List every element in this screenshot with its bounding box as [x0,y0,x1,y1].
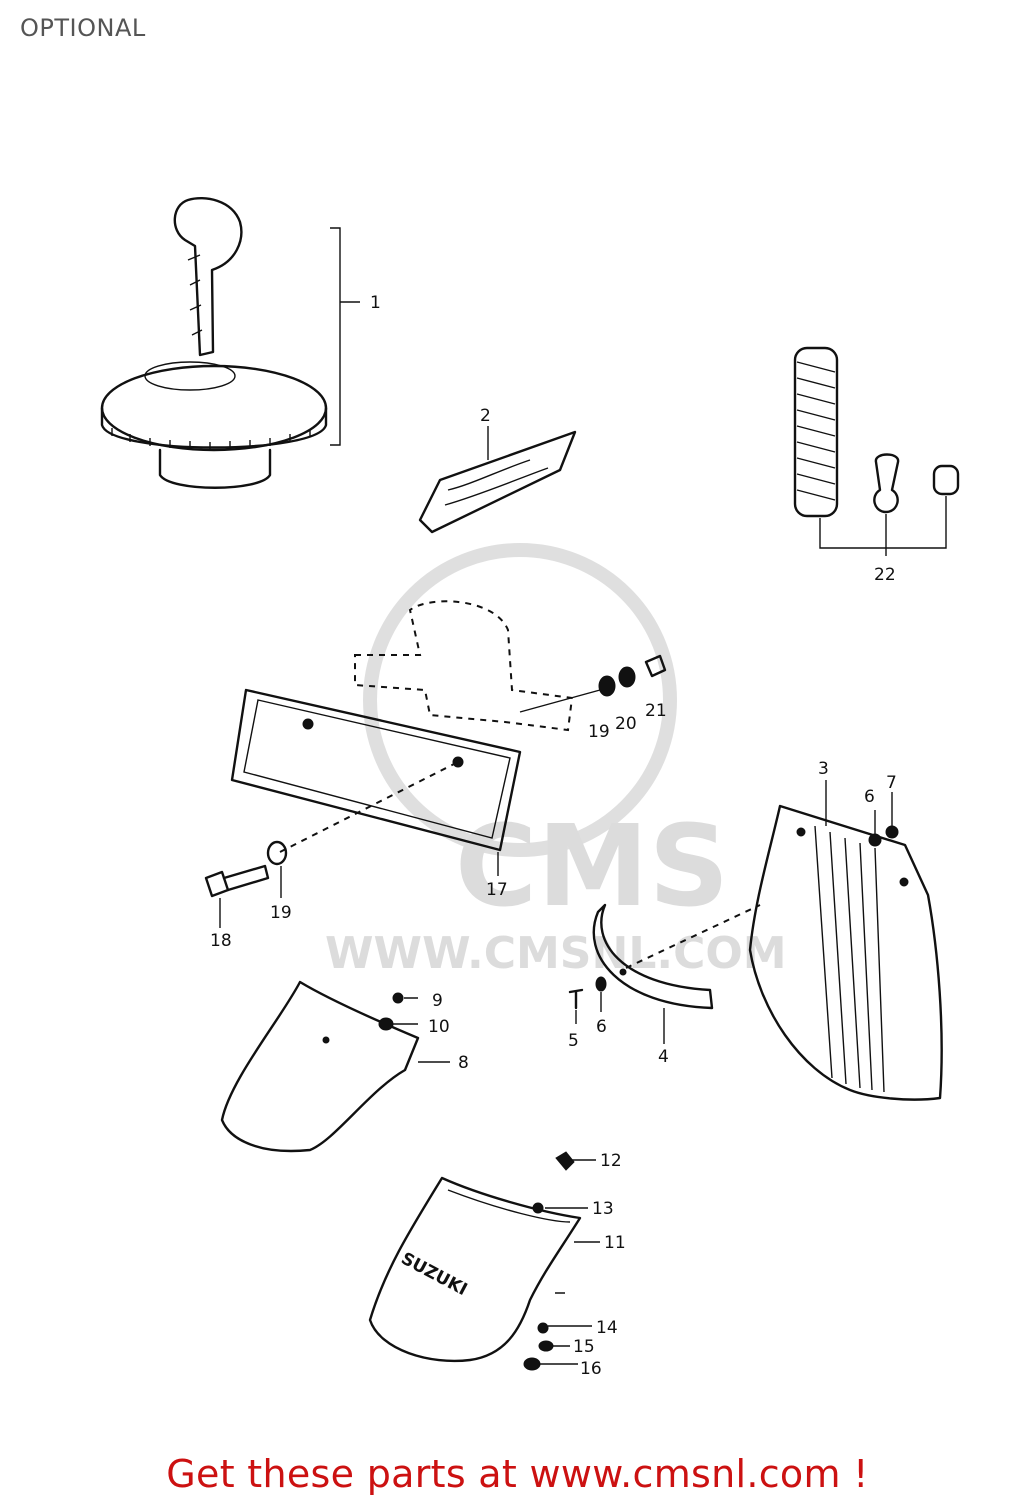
rear-mudflap: SUZUKI [368,1151,600,1371]
watermark-logo: CMS [455,802,729,932]
callout-8: 8 [458,1053,469,1073]
tank-emblem [418,426,577,534]
callout-6-upper: 6 [864,787,875,807]
plate-hardware [598,654,667,697]
callout-7: 7 [886,773,897,793]
callout-4: 4 [658,1047,669,1067]
spring-and-caps [793,346,960,556]
strip-screw-and-nut [568,976,607,1024]
callout-6-lower: 6 [596,1017,607,1037]
license-plate [230,688,522,876]
callout-10: 10 [428,1017,450,1037]
windscreen [748,780,943,1101]
callout-2: 2 [480,406,491,426]
windscreen-bracket-strip [592,903,761,1044]
callout-19-lower: 19 [270,903,292,923]
front-fender [220,980,450,1153]
watermark-url: WWW.CMSNL.COM [325,928,787,979]
callout-21: 21 [645,701,667,721]
plate-bolt-and-washer [204,761,459,928]
callout-labels: 1 2 22 19 20 21 3 6 7 17 19 18 9 10 8 5 … [210,293,897,1379]
callout-12: 12 [600,1151,622,1171]
callout-20: 20 [615,714,637,734]
callout-19-upper: 19 [588,722,610,742]
page-heading: OPTIONAL [20,14,146,42]
callout-11: 11 [604,1233,626,1253]
callout-15: 15 [573,1337,595,1357]
callout-3: 3 [818,759,829,779]
cms-watermark: CMS WWW.CMSNL.COM [325,543,787,979]
callout-14: 14 [596,1318,618,1338]
mudflap-brand: SUZUKI [398,1249,471,1300]
footer-link[interactable]: Get these parts at www.cmsnl.com ! [166,1452,869,1496]
callout-18: 18 [210,931,232,951]
callout-16: 16 [580,1359,602,1379]
license-bracket [354,600,601,732]
fuel-cap-with-key [100,197,360,489]
callout-5: 5 [568,1031,579,1051]
callout-1: 1 [370,293,381,313]
callout-22: 22 [874,565,896,585]
windscreen-fasteners [868,792,899,847]
callout-13: 13 [592,1199,614,1219]
callout-9: 9 [432,991,443,1011]
callout-17: 17 [486,880,508,900]
